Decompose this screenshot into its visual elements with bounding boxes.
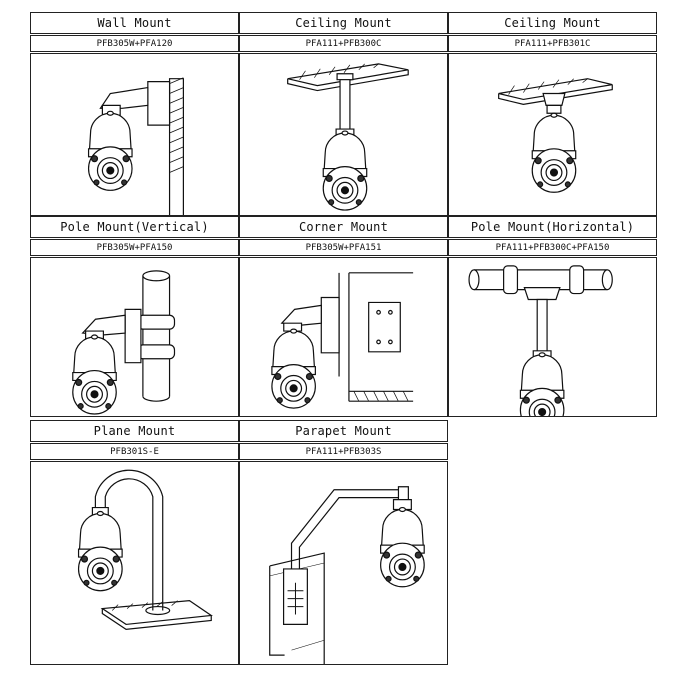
parapet-mount-illustration — [239, 461, 448, 665]
ceiling-mount-illustration — [448, 53, 657, 216]
mount-cell-ceiling-2: Ceiling Mount PFA111+PFB301C — [448, 12, 657, 216]
mount-title: Plane Mount — [30, 420, 239, 442]
mount-cell-corner: Corner Mount PFB305W+PFA151 — [239, 216, 448, 417]
mount-cell-ceiling-1: Ceiling Mount PFA111+PFB300C — [239, 12, 448, 216]
pole-vertical-mount-illustration — [30, 257, 239, 417]
mount-cell-pole-vertical: Pole Mount(Vertical) PFB305W+PFA150 — [30, 216, 239, 417]
mount-model: PFA111+PFB300C — [239, 35, 448, 52]
mount-title: Corner Mount — [239, 216, 448, 238]
plane-mount-illustration — [30, 461, 239, 665]
pole-horizontal-mount-illustration — [448, 257, 657, 417]
mount-title: Ceiling Mount — [448, 12, 657, 34]
mount-title: Parapet Mount — [239, 420, 448, 442]
mount-title: Pole Mount(Vertical) — [30, 216, 239, 238]
mount-model: PFB305W+PFA120 — [30, 35, 239, 52]
mount-cell-wall: Wall Mount PFB305W+PFA120 — [30, 12, 239, 216]
wall-mount-illustration — [30, 53, 239, 216]
ceiling-mount-illustration — [239, 53, 448, 216]
mount-model: PFA111+PFB303S — [239, 443, 448, 460]
mount-model: PFB301S-E — [30, 443, 239, 460]
mount-model: PFA111+PFB300C+PFA150 — [448, 239, 657, 256]
mount-cell-pole-horizontal: Pole Mount(Horizontal) PFA111+PFB300C+PF… — [448, 216, 657, 417]
corner-mount-illustration — [239, 257, 448, 417]
mount-title: Pole Mount(Horizontal) — [448, 216, 657, 238]
mount-model: PFB305W+PFA150 — [30, 239, 239, 256]
mount-cell-parapet: Parapet Mount PFA111+PFB303S — [239, 420, 448, 665]
mount-model: PFB305W+PFA151 — [239, 239, 448, 256]
mount-title: Ceiling Mount — [239, 12, 448, 34]
mount-model: PFA111+PFB301C — [448, 35, 657, 52]
mount-title: Wall Mount — [30, 12, 239, 34]
mount-cell-plane: Plane Mount PFB301S-E — [30, 420, 239, 665]
